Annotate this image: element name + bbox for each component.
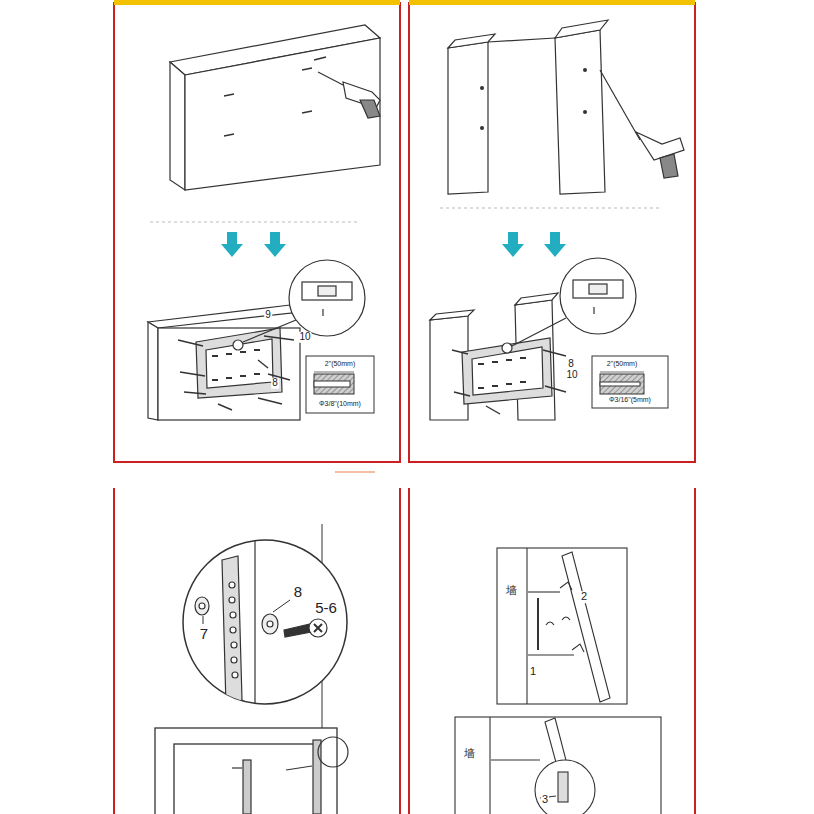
wall-label: 墙 <box>463 748 476 760</box>
wall-label: 墙 <box>505 585 518 597</box>
panel-frame <box>114 3 695 814</box>
screw <box>178 336 294 410</box>
dimension-label: 2"(50mm) <box>606 360 639 367</box>
mount-bracket <box>196 328 282 398</box>
separator <box>440 207 660 209</box>
power-drill <box>600 70 684 178</box>
bubble-level <box>243 260 365 342</box>
hole-inset <box>592 356 668 408</box>
callout-number: 3 <box>541 794 549 806</box>
wall-block <box>170 25 380 190</box>
callout-number: 1 <box>529 666 537 678</box>
drill-holes <box>224 57 326 136</box>
bubble-level <box>512 258 636 346</box>
header-strip <box>409 0 695 5</box>
screw <box>452 350 566 414</box>
power-drill <box>318 72 380 118</box>
header-strip <box>114 0 400 5</box>
separator <box>150 221 360 223</box>
magnified-detail <box>183 530 347 720</box>
side-view-inset <box>455 717 661 814</box>
wall-block <box>148 305 300 420</box>
callout-number: 9 <box>264 310 272 321</box>
side-view-inset <box>497 548 627 704</box>
callout-number: 10 <box>298 332 311 343</box>
drill-holes <box>480 68 587 130</box>
callout-number: 8 <box>293 584 303 600</box>
dimension-label: Φ3/8"(10mm) <box>318 400 362 407</box>
mount-bracket <box>462 338 552 404</box>
callout-number: 2 <box>580 591 588 603</box>
callout-number: 7 <box>199 626 209 642</box>
vertical-rail <box>232 737 348 814</box>
hole-inset <box>306 356 374 413</box>
wall-stud <box>448 20 608 194</box>
dimension-label: 2"(50mm) <box>324 360 357 367</box>
callout-number: 8 <box>567 359 575 370</box>
separator <box>335 471 375 473</box>
wall-stud <box>430 293 558 420</box>
callout-number: 8 <box>271 378 279 389</box>
callout-number: 5-6 <box>314 600 338 616</box>
callout-number: 10 <box>565 370 578 381</box>
down-arrow <box>221 232 566 257</box>
dimension-label: Φ3/16"(5mm) <box>608 396 652 403</box>
